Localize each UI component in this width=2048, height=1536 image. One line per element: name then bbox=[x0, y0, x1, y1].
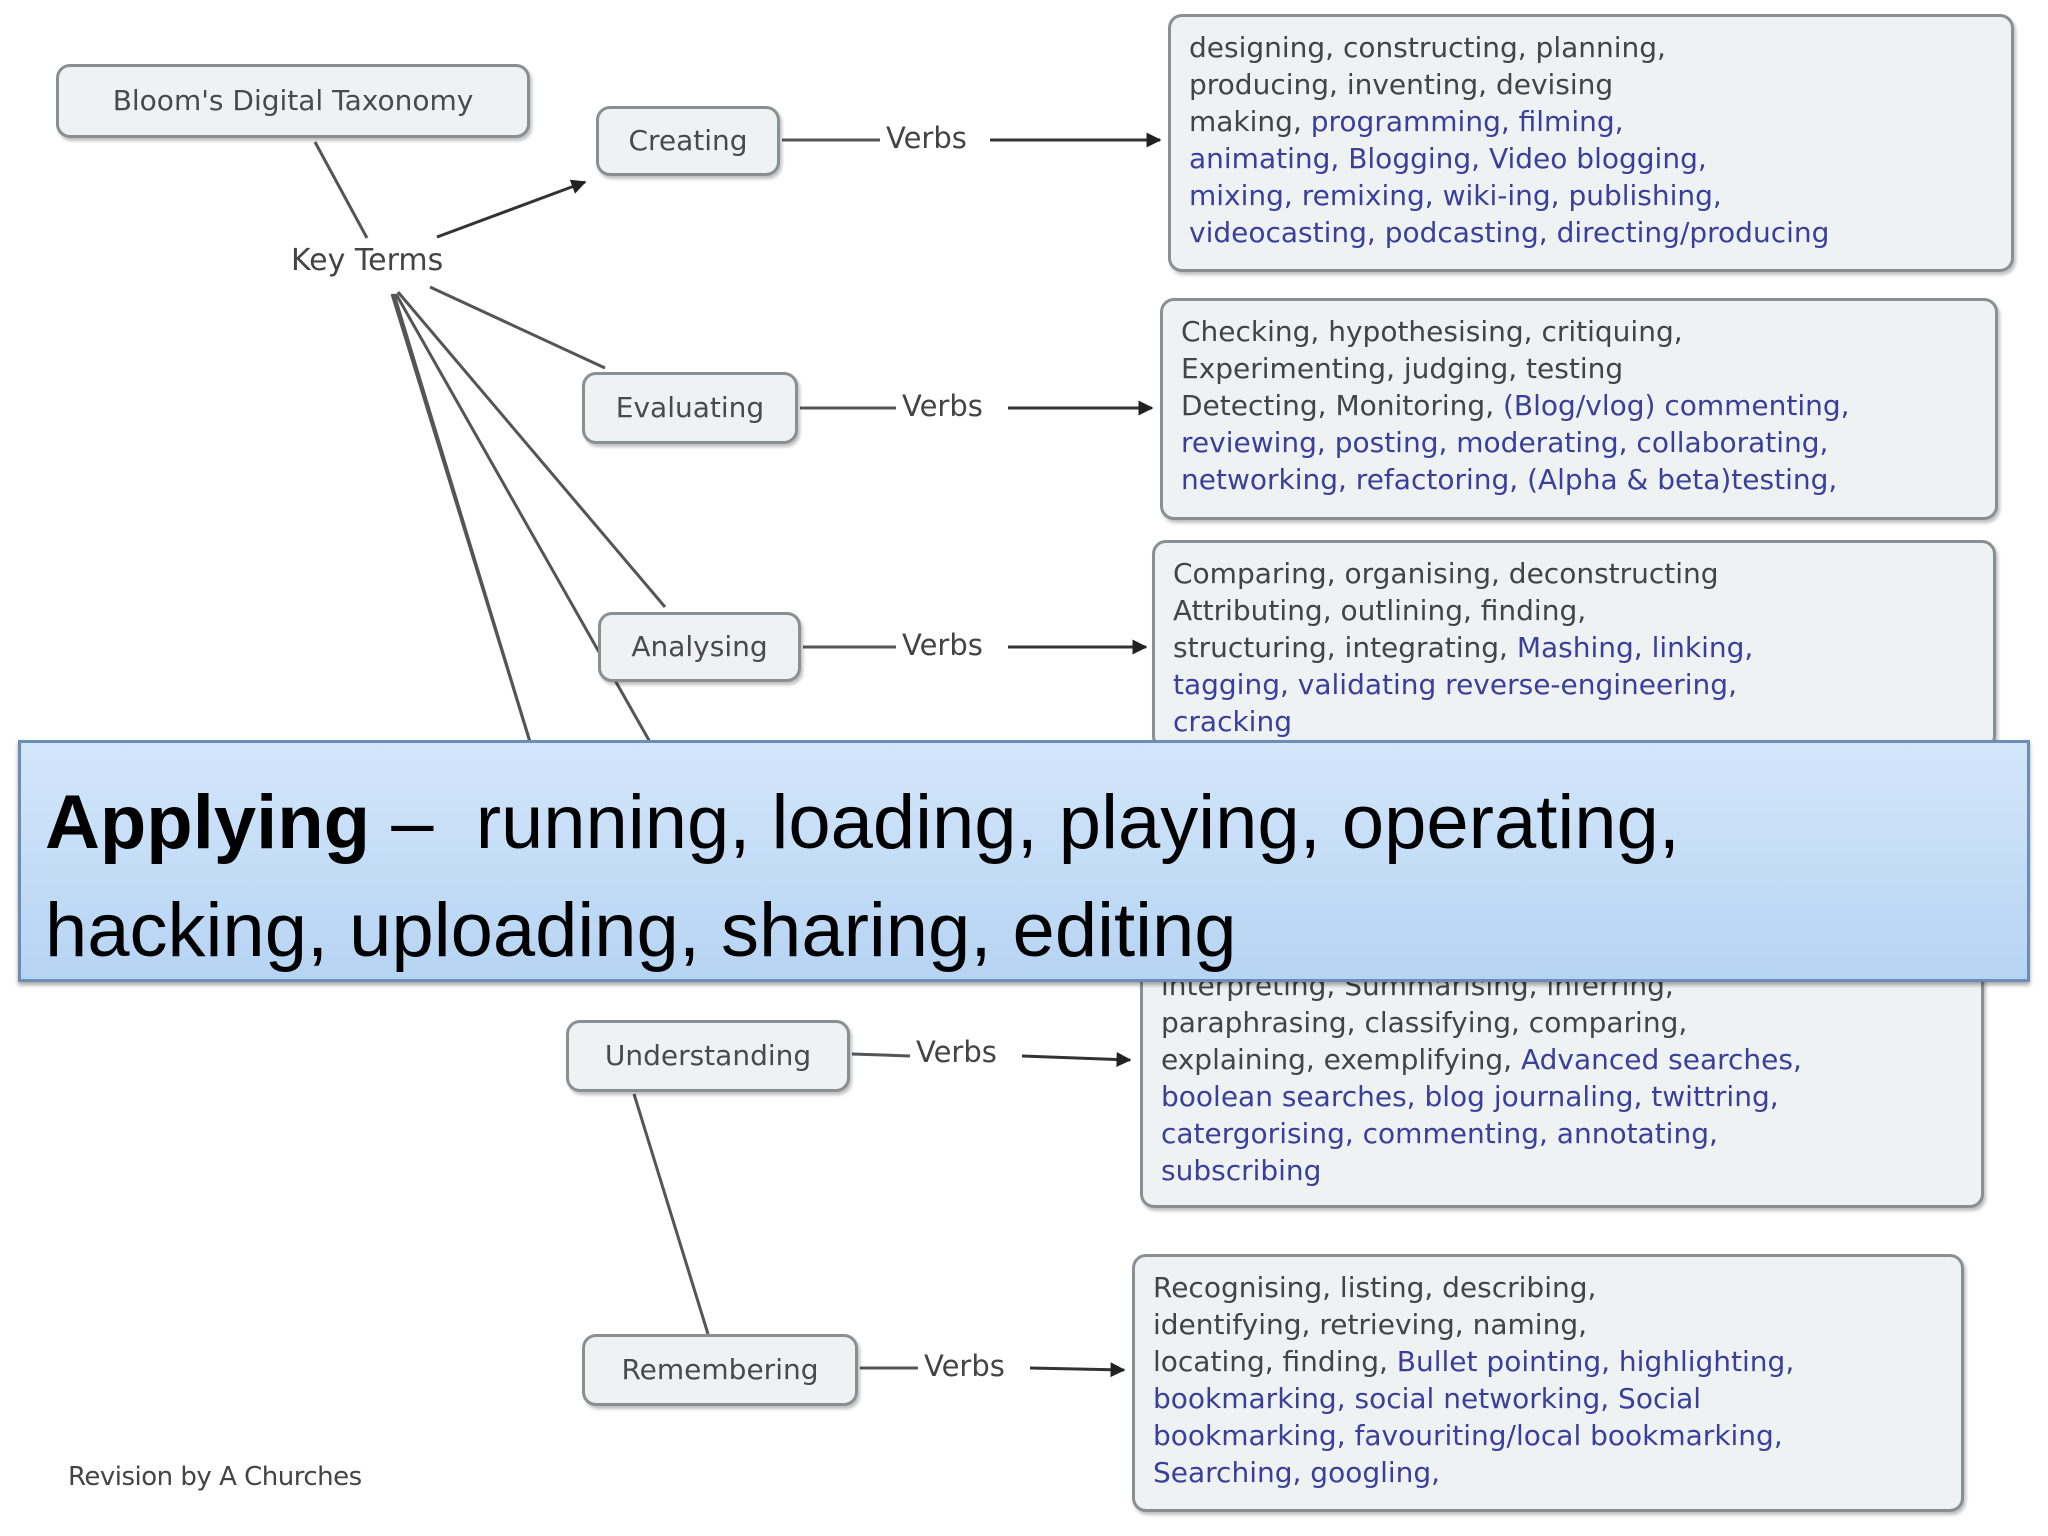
verb-line: Experimenting, judging, testing bbox=[1181, 350, 1977, 387]
digital-verb-text: Advanced searches, bbox=[1520, 1043, 1802, 1076]
verb-line: catergorising, commenting, annotating, bbox=[1161, 1115, 1963, 1152]
traditional-verb-text: paraphrasing, classifying, comparing, bbox=[1161, 1006, 1688, 1039]
traditional-verb-text: Attributing, outlining, finding, bbox=[1173, 594, 1587, 627]
traditional-verb-text: structuring, integrating, bbox=[1173, 631, 1517, 664]
verbs-box-understanding: interpreting, Summarising, inferring,par… bbox=[1140, 952, 1984, 1208]
traditional-verb-text: designing, constructing, planning, bbox=[1189, 31, 1666, 64]
traditional-verb-text: Comparing, organising, deconstructing bbox=[1173, 557, 1719, 590]
traditional-verb-text: identifying, retrieving, naming, bbox=[1153, 1308, 1587, 1341]
verbs-label-remembering: Verbs bbox=[918, 1352, 1011, 1381]
digital-verb-text: programming, filming, bbox=[1310, 105, 1624, 138]
digital-verb-text: catergorising, commenting, annotating, bbox=[1161, 1117, 1718, 1150]
verb-line: structuring, integrating, Mashing, linki… bbox=[1173, 629, 1975, 666]
digital-verb-text: animating, Blogging, Video blogging, bbox=[1189, 142, 1707, 175]
verb-line: tagging, validating reverse-engineering, bbox=[1173, 666, 1975, 703]
verb-line: reviewing, posting, moderating, collabor… bbox=[1181, 424, 1977, 461]
digital-verb-text: (Blog/vlog) commenting, bbox=[1503, 389, 1850, 422]
verb-line: bookmarking, favouriting/local bookmarki… bbox=[1153, 1417, 1943, 1454]
verbs-box-creating: designing, constructing, planning, produc… bbox=[1168, 14, 2014, 272]
edge-keyterms-remembering-b bbox=[632, 1093, 710, 1335]
level-node-creating: Creating bbox=[596, 106, 780, 176]
digital-verb-text: Mashing, linking, bbox=[1516, 631, 1754, 664]
traditional-verb-text: Recognising, listing, describing, bbox=[1153, 1271, 1597, 1304]
digital-verb-text: boolean searches, blog journaling, twitt… bbox=[1161, 1080, 1779, 1113]
edge-understanding-verbs bbox=[851, 1052, 911, 1058]
edge-keyterms-analysing bbox=[396, 291, 667, 608]
verb-line: mixing, remixing, wiki-ing, publishing, bbox=[1189, 177, 1993, 214]
verb-line: Checking, hypothesising, critiquing, bbox=[1181, 313, 1977, 350]
arrow-remembering bbox=[1029, 1362, 1126, 1378]
level-node-understanding: Understanding bbox=[566, 1020, 850, 1092]
level-node-evaluating: Evaluating bbox=[582, 372, 798, 444]
verb-line: bookmarking, social networking, Social bbox=[1153, 1380, 1943, 1417]
banner-dash: – bbox=[370, 780, 476, 865]
digital-verb-text: subscribing bbox=[1161, 1154, 1322, 1187]
level-node-remembering: Remembering bbox=[582, 1334, 858, 1406]
traditional-verb-text: producing, inventing, devising bbox=[1189, 68, 1614, 101]
verbs-box-remembering: Recognising, listing, describing, identif… bbox=[1132, 1254, 1964, 1512]
verb-line: animating, Blogging, Video blogging, bbox=[1189, 140, 1993, 177]
traditional-verb-text: explaining, exemplifying, bbox=[1161, 1043, 1521, 1076]
verb-line: producing, inventing, devising bbox=[1189, 66, 1993, 103]
digital-verb-text: tagging, validating reverse-engineering, bbox=[1173, 668, 1737, 701]
arrow-understanding bbox=[1021, 1052, 1132, 1067]
edge-keyterms-evaluating bbox=[429, 285, 606, 370]
verb-line: Detecting, Monitoring, (Blog/vlog) comme… bbox=[1181, 387, 1977, 424]
applying-verbs-line-1: running, loading, playing, operating, bbox=[475, 780, 1680, 865]
verbs-label-evaluating: Verbs bbox=[896, 392, 989, 421]
digital-verb-text: videocasting, podcasting, directing/prod… bbox=[1189, 216, 1830, 249]
verbs-label-creating: Verbs bbox=[880, 124, 973, 153]
verb-line: Comparing, organising, deconstructing bbox=[1173, 555, 1975, 592]
traditional-verb-text: locating, finding, bbox=[1153, 1345, 1397, 1378]
edge-keyterms-remembering-a bbox=[390, 293, 532, 743]
edge-keyterms-creating bbox=[436, 179, 587, 239]
traditional-verb-text: Experimenting, judging, testing bbox=[1181, 352, 1624, 385]
revision-credit: Revision by A Churches bbox=[68, 1462, 362, 1492]
digital-verb-text: cracking bbox=[1173, 705, 1292, 738]
digital-verb-text: reviewing, posting, moderating, collabor… bbox=[1181, 426, 1829, 459]
verb-line: networking, refactoring, (Alpha & beta)t… bbox=[1181, 461, 1977, 498]
digital-verb-text: Bullet pointing, highlighting, bbox=[1396, 1345, 1795, 1378]
level-node-analysing: Analysing bbox=[598, 612, 801, 682]
digital-verb-text: bookmarking, favouriting/local bookmarki… bbox=[1153, 1419, 1783, 1452]
verb-line: cracking bbox=[1173, 703, 1975, 740]
digital-verb-text: bookmarking, social networking, Social bbox=[1153, 1382, 1702, 1415]
digital-verb-text: mixing, remixing, wiki-ing, publishing, bbox=[1189, 179, 1722, 212]
verbs-box-evaluating: Checking, hypothesising, critiquing, Expe… bbox=[1160, 298, 1998, 520]
traditional-verb-text: making, bbox=[1189, 105, 1311, 138]
verb-line: making, programming, filming, bbox=[1189, 103, 1993, 140]
digital-verb-text: Searching, googling, bbox=[1153, 1456, 1441, 1489]
traditional-verb-text: Checking, hypothesising, critiquing, bbox=[1181, 315, 1683, 348]
verbs-label-understanding: Verbs bbox=[910, 1038, 1003, 1067]
verb-line: Recognising, listing, describing, bbox=[1153, 1269, 1943, 1306]
verb-line: designing, constructing, planning, bbox=[1189, 29, 1993, 66]
verb-line: videocasting, podcasting, directing/prod… bbox=[1189, 214, 1993, 251]
verb-line: identifying, retrieving, naming, bbox=[1153, 1306, 1943, 1343]
verb-line: paraphrasing, classifying, comparing, bbox=[1161, 1004, 1963, 1041]
verb-line: boolean searches, blog journaling, twitt… bbox=[1161, 1078, 1963, 1115]
verbs-label-analysing: Verbs bbox=[896, 631, 989, 660]
verb-line: Attributing, outlining, finding, bbox=[1173, 592, 1975, 629]
applying-banner: Applying – running, loading, playing, op… bbox=[18, 740, 2030, 982]
root-node: Bloom's Digital Taxonomy bbox=[56, 64, 530, 138]
traditional-verb-text: Detecting, Monitoring, bbox=[1181, 389, 1503, 422]
verb-line: Searching, googling, bbox=[1153, 1454, 1943, 1491]
digital-verb-text: networking, refactoring, (Alpha & beta)t… bbox=[1181, 463, 1838, 496]
key-terms-label: Key Terms bbox=[285, 246, 450, 276]
verb-line: subscribing bbox=[1161, 1152, 1963, 1189]
edge-root-keyterms bbox=[313, 141, 369, 239]
applying-term: Applying bbox=[45, 780, 371, 865]
verb-line: explaining, exemplifying, Advanced searc… bbox=[1161, 1041, 1963, 1078]
applying-verbs-line-2: hacking, uploading, sharing, editing bbox=[45, 888, 1237, 973]
banner-line-1: Applying – running, loading, playing, op… bbox=[45, 769, 2003, 877]
verb-line: locating, finding, Bullet pointing, high… bbox=[1153, 1343, 1943, 1380]
